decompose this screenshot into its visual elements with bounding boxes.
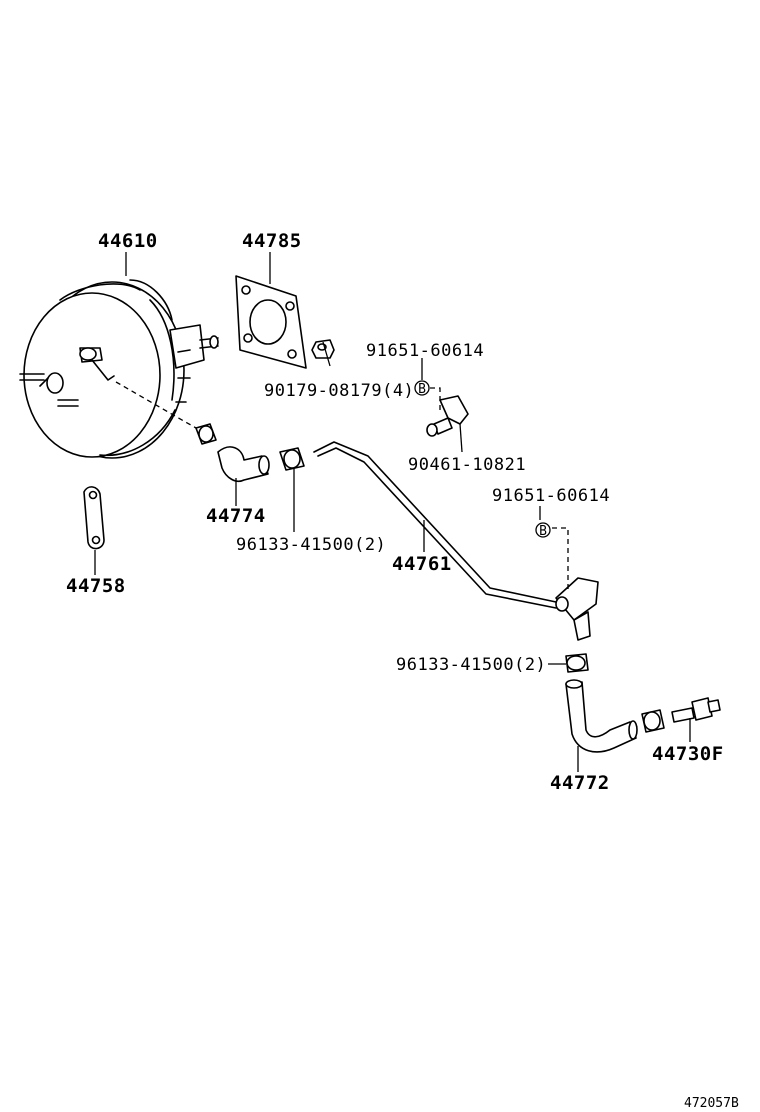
label-44761: 44761 (392, 553, 452, 575)
label-44758: 44758 (66, 575, 126, 597)
label-90461: 90461-10821 (408, 455, 526, 475)
leader-lines (94, 252, 691, 772)
label-44785: 44785 (242, 230, 302, 252)
label-96133-lower: 96133-41500(2) (396, 655, 546, 675)
label-91651-lower: 91651-60614 (492, 486, 610, 506)
svg-text:B: B (539, 524, 547, 539)
label-44610: 44610 (98, 230, 158, 252)
label-44730f: 44730F (652, 743, 724, 765)
clamp-44730-hose (641, 709, 665, 733)
label-44772: 44772 (550, 772, 610, 794)
clip-90461 (426, 395, 469, 437)
brake-booster-44610 (19, 279, 219, 459)
label-44774: 44774 (206, 505, 266, 527)
figure-code: 472057B (684, 1096, 739, 1111)
callout-b-upper: B (414, 380, 430, 397)
callout-b-lower: B (535, 522, 551, 539)
vacuum-pipe-44761 (313, 441, 599, 641)
nut-90179 (311, 339, 335, 359)
label-91651-upper: 91651-60614 (366, 341, 484, 361)
clamp-96133-upper (279, 447, 305, 471)
label-90179: 90179-08179(4) (264, 381, 414, 401)
svg-text:B: B (418, 382, 426, 397)
clamp-96133-lower (565, 653, 589, 673)
hose-44774 (195, 423, 270, 483)
gasket-plate-44785 (235, 275, 307, 369)
hose-44772 (565, 679, 638, 753)
bracket-44758 (83, 486, 105, 550)
check-valve-44730f (671, 697, 721, 723)
label-96133-upper: 96133-41500(2) (236, 535, 386, 555)
